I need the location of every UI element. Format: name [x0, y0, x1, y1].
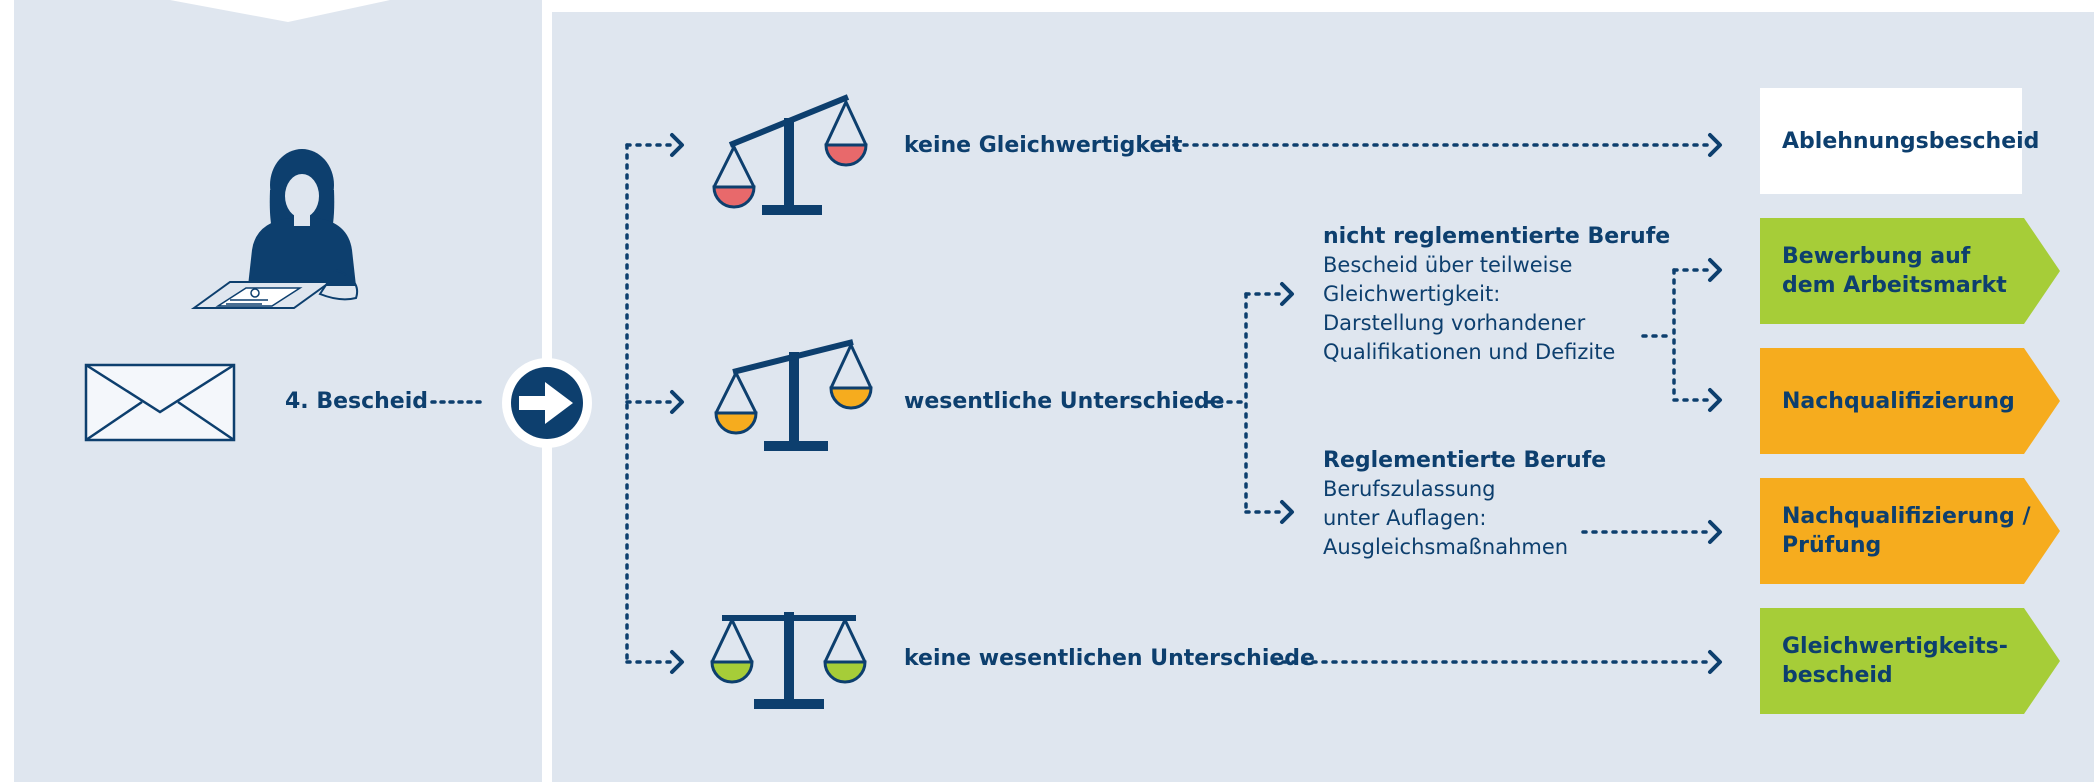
result-job-application-line-2: dem Arbeitsmarkt	[1782, 273, 2007, 298]
regulated-block: Reglementierte Berufe Berufszulassung un…	[1323, 446, 1606, 562]
chevron-shape	[14, 0, 530, 76]
regulated-line-2: unter Auflagen:	[1323, 506, 1487, 530]
result-requalification-exam-line-1: Nachqualifizierung /	[1782, 504, 2031, 529]
result-equivalence-line-2: bescheid	[1782, 663, 1893, 688]
outcome-no-substantial-differences: keine wesentlichen Unterschiede	[904, 646, 1315, 671]
non-regulated-heading: nicht reglementierte Berufe	[1323, 224, 1671, 249]
regulated-line-1: Berufszulassung	[1323, 477, 1496, 501]
result-rejection: Ablehnungsbescheid	[1760, 88, 2039, 194]
envelope-icon	[84, 363, 236, 442]
result-requalification-exam: Nachqualifizierung / Prüfung	[1760, 478, 2060, 584]
outcome-substantial-differences: wesentliche Unterschiede	[904, 389, 1225, 414]
result-equivalence: Gleichwertigkeits- bescheid	[1760, 608, 2060, 714]
result-requalification-label: Nachqualifizierung	[1782, 388, 2015, 414]
regulated-heading: Reglementierte Berufe	[1323, 448, 1607, 473]
non-regulated-line-4: Qualifikationen und Defizite	[1323, 340, 1616, 364]
scale-icon-orange	[714, 339, 873, 451]
result-job-application-line-1: Bewerbung auf	[1782, 244, 1971, 269]
arrow-right-icon	[502, 358, 592, 448]
non-regulated-line-3: Darstellung vorhandener	[1323, 311, 1586, 335]
non-regulated-line-2: Gleichwertigkeit:	[1323, 282, 1501, 306]
scale-icon-green	[710, 612, 867, 709]
scale-icon-red	[712, 94, 868, 215]
regulated-line-3: Ausgleichsmaßnahmen	[1323, 535, 1569, 559]
non-regulated-block: nicht reglementierte Berufe Bescheid übe…	[1323, 222, 1670, 367]
step-label: 4. Bescheid	[285, 389, 429, 414]
result-equivalence-line-1: Gleichwertigkeits-	[1782, 634, 2008, 659]
person-reading-icon	[190, 149, 358, 309]
arrowheads	[670, 133, 1722, 674]
outcome-no-equivalence: keine Gleichwertigkeit	[904, 133, 1183, 158]
non-regulated-line-1: Bescheid über teilweise	[1323, 253, 1573, 277]
result-job-application: Bewerbung auf dem Arbeitsmarkt	[1760, 218, 2060, 324]
result-rejection-label: Ablehnungsbescheid	[1782, 128, 2040, 154]
result-requalification: Nachqualifizierung	[1760, 348, 2060, 454]
branch-lines	[625, 143, 1712, 664]
chevron-inner	[170, 0, 390, 22]
result-requalification-exam-line-2: Prüfung	[1782, 533, 1882, 558]
